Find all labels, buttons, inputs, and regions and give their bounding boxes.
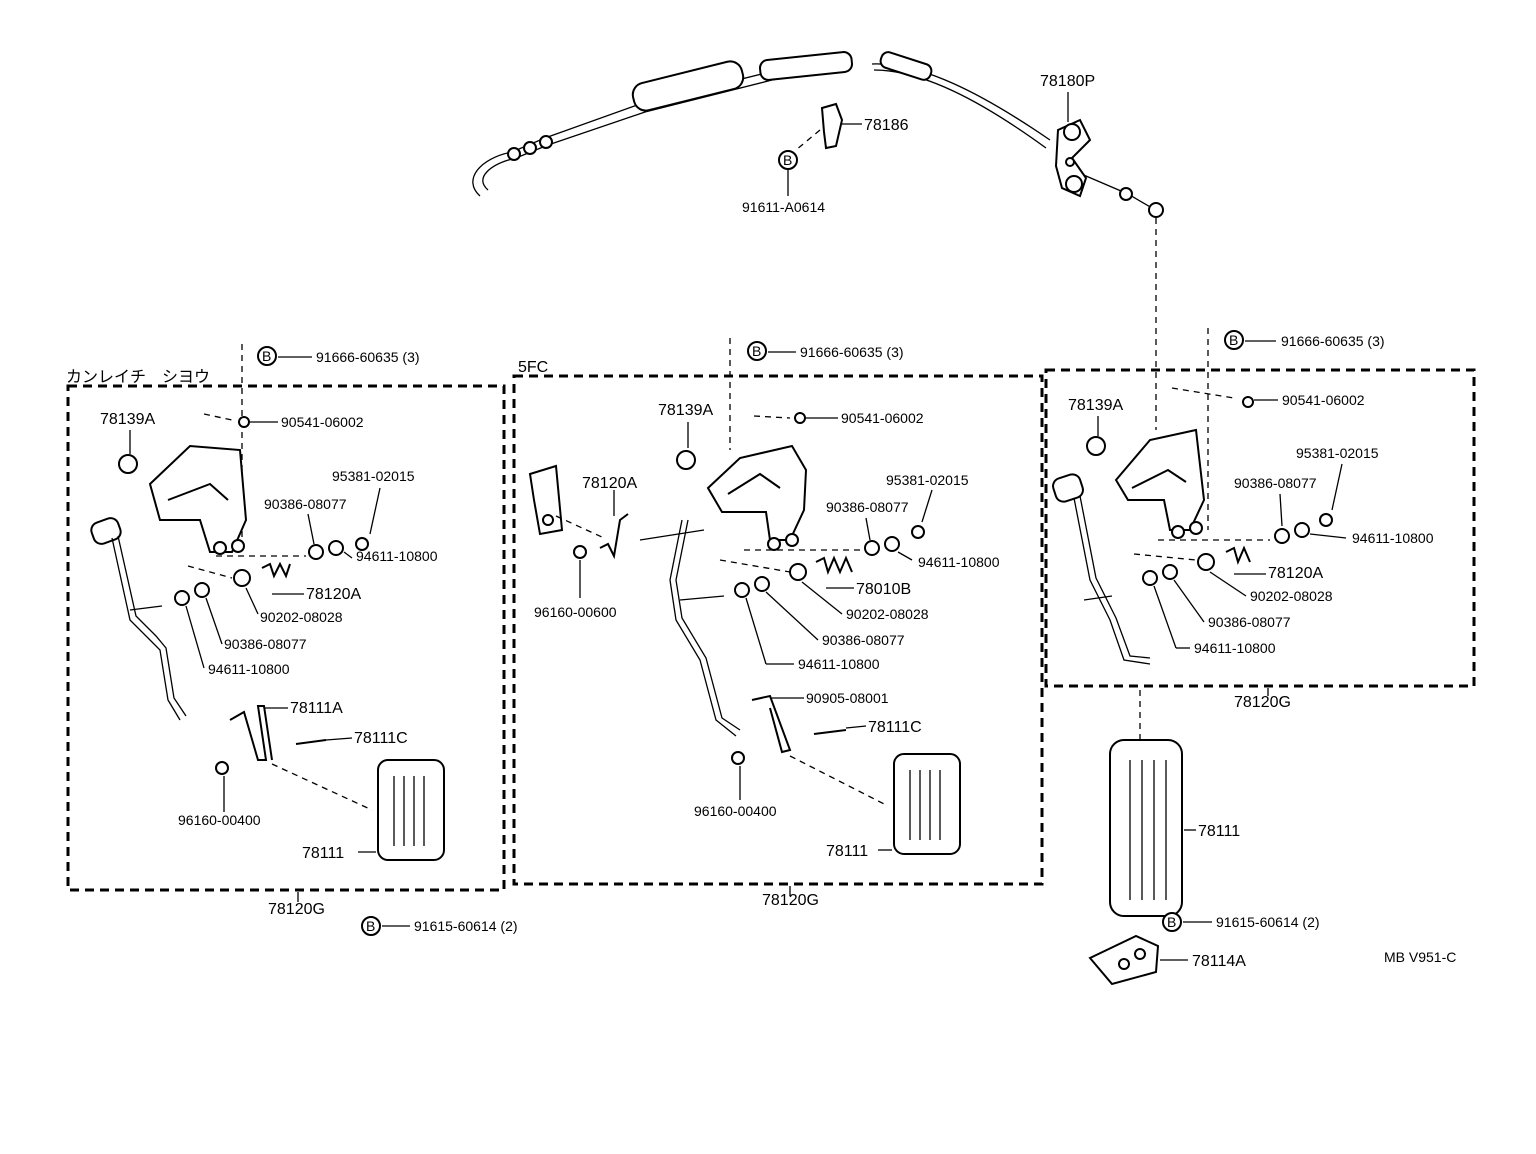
spring-m (815, 555, 853, 575)
stopper-r (1088, 934, 1160, 986)
label-washer-d-r: 94611-10800 (1194, 640, 1276, 656)
bracket-5fc-m (528, 464, 564, 536)
label-spring-r: 78120A (1268, 565, 1323, 582)
label-washer-a-m: 90386-08077 (826, 499, 909, 515)
label-pin-r: 90202-08028 (1250, 588, 1333, 604)
pedal-pad-m (893, 753, 961, 855)
label-washer-b-m: 94611-10800 (918, 554, 1000, 570)
link-l (229, 705, 273, 761)
svg-text:B: B (366, 918, 375, 934)
pedal-arm-r (1052, 473, 1151, 665)
label-stopper-r: 78114A (1192, 953, 1246, 970)
spring-r (1225, 545, 1251, 565)
accelerator-cable (472, 51, 1164, 218)
label-pad-m: 78111 (826, 843, 868, 860)
cable-bracket (1054, 118, 1092, 198)
label-spring-l: 78120A (306, 586, 361, 603)
torsion-spring-m (751, 694, 792, 754)
label-pin-m: 90202-08028 (846, 606, 929, 622)
label-clip-bolt: 91611-A0614 (742, 199, 825, 215)
cable-clip (820, 102, 862, 150)
label-bot-bolt-l: 91615-60614 (2) (414, 918, 518, 934)
label-clip600-m: 96160-00600 (534, 604, 617, 620)
label-washer-c-l: 90386-08077 (224, 636, 307, 652)
label-bushing-m: 78139A (658, 402, 713, 419)
svg-text:B: B (752, 343, 761, 359)
pedal-pad-l (377, 759, 445, 861)
label-bolt-l: 78111C (354, 730, 408, 747)
label-bushing-l: 78139A (100, 411, 155, 428)
label-top-bolt-m: 91666-60635 (3) (800, 344, 904, 360)
b-symbol-top (778, 150, 798, 170)
label-bolt-m: 78111C (868, 719, 922, 736)
label-screw-m: 90541-06002 (841, 410, 924, 426)
label-cable: 78180P (1040, 73, 1095, 90)
label-washer-a-l: 90386-08077 (264, 496, 347, 512)
label-link-l: 78111A (290, 700, 343, 717)
pedal-bracket-l (148, 444, 248, 553)
label-assy-r: 78120G (1234, 694, 1291, 711)
label-nut-m: 95381-02015 (886, 472, 969, 488)
label-pad-r: 78111 (1198, 823, 1240, 840)
label-nut-l: 95381-02015 (332, 468, 415, 484)
label-washer-d-l: 94611-10800 (208, 661, 290, 677)
pedal-arm-l (90, 517, 187, 721)
label-bot-bolt-r: 91615-60614 (2) (1216, 914, 1320, 930)
spring-l (261, 561, 291, 579)
pedal-bracket-m (706, 444, 808, 541)
svg-text:B: B (1167, 914, 1176, 930)
label-top-bolt-r: 91666-60635 (3) (1281, 333, 1385, 349)
label-washer-c-m: 90386-08077 (822, 632, 905, 648)
label-bushing-r: 78139A (1068, 397, 1123, 414)
label-torsion-m: 90905-08001 (806, 690, 889, 706)
label-clip-m: 96160-00400 (694, 803, 777, 819)
reference-code: MB V951-C (1384, 949, 1456, 965)
group-label-left: カンレイチ シヨウ (66, 368, 210, 386)
label-washer-b-l: 94611-10800 (356, 548, 438, 564)
svg-text:B: B (262, 348, 271, 364)
label-washer-d-m: 94611-10800 (798, 656, 880, 672)
assembly-box-right (1044, 368, 1476, 688)
label-clip: 78186 (864, 117, 909, 134)
label-nut-r: 95381-02015 (1296, 445, 1379, 461)
label-washer-b-r: 94611-10800 (1352, 530, 1434, 546)
label-washer-a-r: 90386-08077 (1234, 475, 1317, 491)
pedal-arm-m (639, 519, 741, 737)
svg-text:B: B (783, 152, 792, 168)
group-label-middle: 5FC (518, 359, 548, 376)
label-top-bolt-l: 91666-60635 (3) (316, 349, 420, 365)
label-clip-l: 96160-00400 (178, 812, 261, 828)
svg-text:B: B (1229, 332, 1238, 348)
pedal-pad-r (1109, 739, 1183, 917)
label-pin-l: 90202-08028 (260, 609, 343, 625)
label-screw-l: 90541-06002 (281, 414, 364, 430)
pedal-bracket-r (1114, 428, 1206, 531)
assembly-box-left (66, 384, 506, 892)
spring5-m (599, 513, 629, 560)
label-washer-c-r: 90386-08077 (1208, 614, 1291, 630)
label-screw-r: 90541-06002 (1282, 392, 1365, 408)
assembly-box-middle (512, 374, 1044, 886)
label-pad-l: 78111 (302, 845, 344, 862)
label-spring5-m: 78120A (582, 475, 637, 492)
label-spring-m: 78010B (856, 581, 911, 598)
label-assy-m: 78120G (762, 892, 819, 909)
label-assy-l: 78120G (268, 901, 325, 918)
